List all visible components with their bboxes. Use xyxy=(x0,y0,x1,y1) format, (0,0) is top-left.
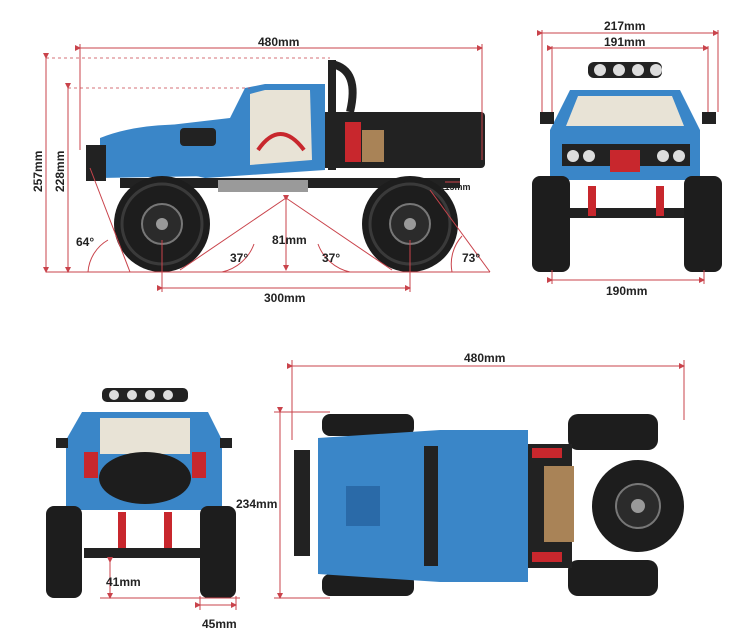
top-length-label: 480mm xyxy=(464,351,505,365)
front-track-label: 190mm xyxy=(606,284,647,298)
rear-tire-width-label: 45mm xyxy=(202,617,237,631)
rear-axle-clearance-label: 41mm xyxy=(106,575,141,589)
front-left-tire xyxy=(532,176,570,272)
side-truck-illustration xyxy=(86,60,485,272)
side-height-total-label: 257mm xyxy=(31,151,45,192)
front-width-top-label: 217mm xyxy=(604,19,645,33)
side-dimension-lines xyxy=(43,44,491,292)
rear-truck-illustration xyxy=(46,388,236,598)
rear-right-tire xyxy=(200,506,236,598)
side-length-label: 480mm xyxy=(258,35,299,49)
approach-angle-label: 64° xyxy=(76,235,94,249)
side-view: 480mm 257mm 228mm 64° 37° 81mm 37° 73° 1… xyxy=(31,35,491,305)
front-truck-illustration xyxy=(532,62,722,272)
breakover-left-label: 37° xyxy=(230,251,248,265)
top-dimension-lines xyxy=(274,360,685,599)
front-width-mid-label: 191mm xyxy=(604,35,645,49)
departure-angle-label: 73° xyxy=(462,251,480,265)
front-right-tire xyxy=(684,176,722,272)
ground-clearance-label: 81mm xyxy=(272,233,307,247)
front-dimension-lines xyxy=(537,30,719,284)
top-view: 480mm 234mm xyxy=(236,351,685,599)
top-truck-illustration xyxy=(294,414,684,596)
breakover-right-label: 37° xyxy=(322,251,340,265)
rear-dimension-lines xyxy=(100,557,240,610)
top-width-label: 234mm xyxy=(236,497,277,511)
front-view: 217mm 191mm 190mm xyxy=(532,19,722,298)
rear-view: 41mm 45mm xyxy=(46,388,240,631)
rear-left-tire xyxy=(46,506,82,598)
side-height-cab-label: 228mm xyxy=(53,151,67,192)
rear-clearance-label: 115mm xyxy=(440,182,471,192)
wheelbase-label: 300mm xyxy=(264,291,305,305)
